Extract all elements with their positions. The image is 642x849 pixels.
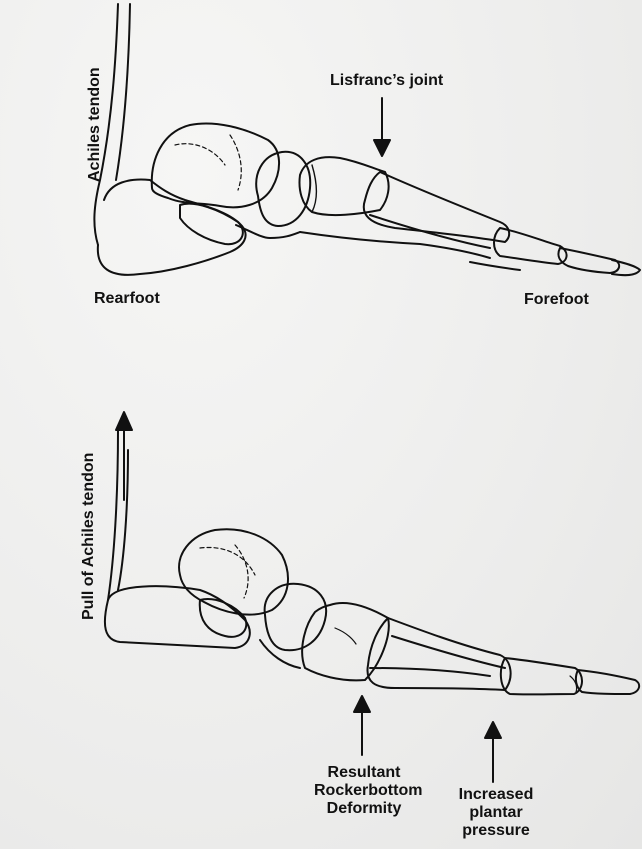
navicular-bottom [265, 584, 326, 650]
phalanx-top-1 [494, 228, 567, 264]
forefoot-label: Forefoot [524, 291, 589, 309]
plantar-line: plantar [448, 804, 544, 822]
calcaneus-bottom [105, 586, 250, 648]
achilles-tendon-top-inner [116, 4, 130, 180]
calcaneus-top [98, 180, 246, 275]
talus-bottom [179, 529, 288, 614]
cuboid-bottom [200, 599, 247, 637]
rockerbottom-arrow [354, 696, 370, 755]
pull-of-achilles-label: Pull of Achiles tendon [80, 453, 98, 620]
increased-plantar-pressure-label: Increased plantar pressure [448, 786, 544, 840]
rockerbottom-foot-illustration [105, 430, 639, 694]
pressure-line: pressure [448, 822, 544, 840]
normal-foot-illustration [94, 4, 640, 275]
achilles-tendon-bottom [108, 430, 118, 600]
lisfranc-joint-label: Lisfranc’s joint [330, 72, 443, 90]
navicular-top [256, 152, 310, 226]
achilles-tendon-label: Achiles tendon [86, 67, 104, 182]
rockerbottom-deformity-label: Resultant Rockerbottom Deformity [314, 764, 414, 818]
rearfoot-label: Rearfoot [94, 290, 160, 308]
phalanx-top-2 [558, 248, 619, 273]
metatarsal-top [364, 172, 509, 242]
cuboid-top [180, 204, 243, 245]
increased-line: Increased [448, 786, 544, 804]
lisfranc-arrow [374, 98, 390, 156]
deformity-line: Deformity [314, 800, 414, 818]
rockerbottom-line: Rockerbottom [314, 782, 414, 800]
resultant-line: Resultant [314, 764, 414, 782]
phalanx-bottom-2 [576, 670, 639, 694]
phalanx-top-3 [612, 260, 640, 275]
pressure-arrow [485, 722, 501, 782]
